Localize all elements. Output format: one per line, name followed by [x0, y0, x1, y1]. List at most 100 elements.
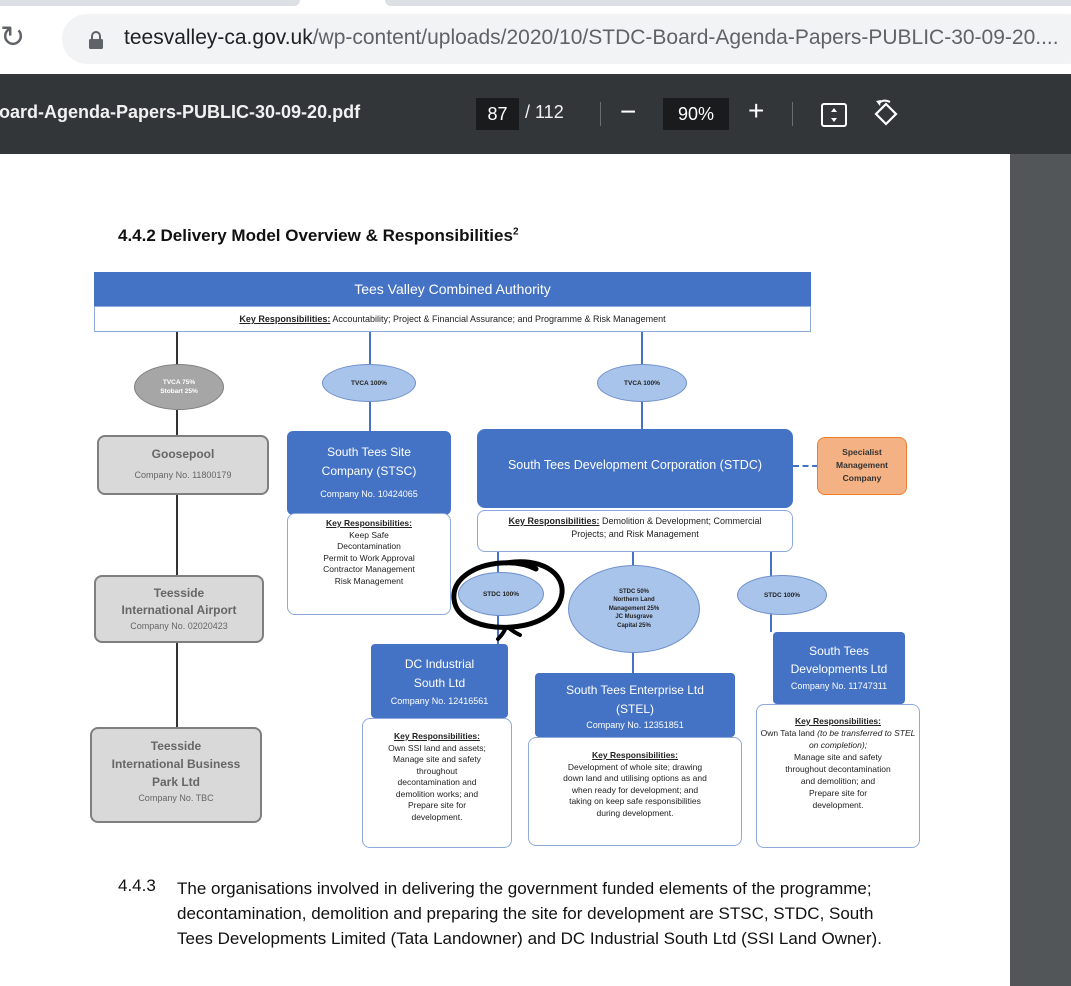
stel-responsibilities: Key Responsibilities: Development of who…: [528, 737, 742, 846]
oval-text: TVCA 100%: [351, 379, 387, 387]
resp-line: Keep Safe: [349, 529, 389, 540]
resp-line: Own Tata land (to be transferred to STEL…: [757, 727, 919, 751]
company-number: Company No. 10424065: [320, 489, 418, 499]
ownership-oval: STDC 50% Northern Land Management 25% JC…: [568, 565, 700, 653]
resp-line: Prepare site for: [808, 788, 868, 798]
ownership-oval: STDC 100%: [458, 572, 544, 616]
company-name: (STEL): [615, 702, 654, 716]
connector-line: [369, 332, 371, 364]
resp-text: Own Tata land: [760, 728, 818, 738]
company-name: Park Ltd: [151, 775, 200, 789]
airport-box: Teesside International Airport Company N…: [94, 575, 264, 643]
tvca-box: Tees Valley Combined Authority: [94, 272, 811, 306]
company-name: Teesside: [150, 739, 202, 753]
zoom-in-button[interactable]: +: [748, 95, 765, 126]
stdl-responsibilities: Key Responsibilities: Own Tata land (to …: [756, 704, 920, 848]
company-name: South Tees: [809, 644, 869, 658]
rotate-icon[interactable]: [870, 98, 902, 130]
resp-line: and demolition; and: [800, 776, 876, 786]
resp-line: throughout decontamination: [785, 764, 891, 774]
zoom-out-button[interactable]: −: [620, 96, 637, 127]
connector-line: [641, 332, 643, 364]
company-name: International Business: [111, 757, 241, 771]
lock-icon[interactable]: [88, 30, 104, 50]
company-number: Company No. 11747311: [790, 681, 888, 691]
resp-line: Permit to Work Approval: [323, 552, 415, 563]
connector-line: [632, 552, 634, 568]
ownership-oval: TVCA 100%: [322, 364, 416, 402]
specialist-company-box: Specialist Management Company: [817, 437, 907, 495]
paragraph-number: 4.4.3: [118, 876, 156, 895]
dashed-connector: [793, 465, 818, 467]
resp-line: Own SSI land and assets;: [388, 742, 486, 753]
resp-line: Manage site and safety: [794, 752, 882, 762]
resp-line: throughout: [416, 765, 458, 776]
browser-tab[interactable]: [385, 0, 1071, 6]
company-name: South Tees Enterprise Ltd: [566, 683, 704, 697]
resp-text: Demolition & Development; Commercial Pro…: [571, 516, 762, 539]
footnote-marker: 2: [512, 226, 519, 238]
resp-line: decontamination and: [397, 777, 477, 787]
company-name: South Ltd: [413, 676, 466, 690]
section-heading: 4.4.2 Delivery Model Overview & Responsi…: [118, 226, 519, 246]
goosepool-box: Goosepool Company No. 11800179: [97, 435, 269, 495]
box-text: Specialist: [842, 447, 882, 457]
company-number: Company No. 11800179: [134, 470, 232, 480]
oval-text: Capital 25%: [617, 622, 651, 629]
reload-icon[interactable]: ↻: [0, 20, 26, 55]
viewer-scroll-area[interactable]: [1010, 154, 1071, 986]
connector-line: [770, 612, 772, 632]
company-number: Company No. 12351851: [586, 720, 684, 730]
browser-address-area: ↻ teesvalley-ca.gov.uk/wp-content/upload…: [0, 0, 1071, 74]
oval-text: STDC 100%: [763, 591, 801, 599]
box-text: Company: [842, 473, 882, 483]
company-number: Company No. 12416561: [390, 696, 489, 706]
ownership-oval: TVCA 100%: [597, 364, 687, 402]
stel-box: South Tees Enterprise Ltd (STEL) Company…: [535, 673, 735, 737]
resp-line: Manage site and safety: [393, 754, 481, 764]
resp-line: down land and utilising options as and: [563, 773, 707, 783]
resp-label: Key Responsibilities:: [795, 716, 881, 726]
company-number: Company No. 02020423: [130, 621, 228, 631]
ownership-oval: STDC 100%: [737, 575, 827, 615]
box-text: Management: [836, 460, 888, 470]
dc-industrial-box: DC Industrial South Ltd Company No. 1241…: [371, 644, 508, 718]
connector-line: [770, 552, 772, 578]
connector-line: [641, 400, 643, 430]
url-host: teesvalley-ca.gov.uk: [124, 26, 313, 49]
oval-text: Northern Land: [613, 597, 655, 604]
connector-line: [369, 400, 371, 432]
resp-label: Key Responsibilities:: [508, 516, 600, 526]
company-name: South Tees Development Corporation (STDC…: [507, 458, 763, 472]
stdc-box: South Tees Development Corporation (STDC…: [477, 429, 793, 508]
resp-line: Risk Management: [334, 575, 404, 586]
tvca-responsibilities: Key Responsibilities: Accountability; Pr…: [94, 306, 811, 332]
oval-text: TVCA 75%: [162, 379, 196, 386]
company-name: South Tees Site: [327, 445, 411, 459]
connector-line: [176, 493, 178, 575]
resp-line: Contractor Management: [323, 564, 415, 574]
company-name: Goosepool: [151, 447, 215, 461]
handdrawn-circle-annotation: [451, 559, 565, 641]
dc-responsibilities: Key Responsibilities: Own SSI land and a…: [362, 718, 512, 848]
oval-text: JC Musgrave: [615, 614, 653, 621]
browser-tab[interactable]: [0, 0, 300, 6]
company-name: Developments Ltd: [790, 662, 888, 676]
stdl-box: South Tees Developments Ltd Company No. …: [773, 632, 905, 704]
stsc-box: South Tees Site Company (STSC) Company N…: [287, 431, 451, 515]
page-number-input[interactable]: 87: [476, 98, 519, 130]
resp-line: demolition works; and: [395, 788, 479, 799]
address-bar[interactable]: [62, 14, 1071, 64]
resp-italic: (to be transferred to STEL on completion…: [808, 728, 916, 750]
zoom-level-input[interactable]: 90%: [663, 98, 729, 130]
resp-label: Key Responsibilities:: [592, 750, 678, 760]
connector-line: [632, 651, 634, 673]
pdf-toolbar: Board-Agenda-Papers-PUBLIC-30-09-20.pdf …: [0, 74, 1071, 154]
connector-line: [176, 410, 178, 437]
business-park-box: Teesside International Business Park Ltd…: [90, 727, 262, 823]
oval-text: Stobart 25%: [160, 388, 198, 395]
url-text[interactable]: teesvalley-ca.gov.uk/wp-content/uploads/…: [124, 26, 1059, 50]
fit-page-icon[interactable]: [821, 103, 847, 127]
page-total: / 112: [525, 102, 564, 122]
url-path: /wp-content/uploads/2020/10/STDC-Board-A…: [312, 26, 1059, 49]
